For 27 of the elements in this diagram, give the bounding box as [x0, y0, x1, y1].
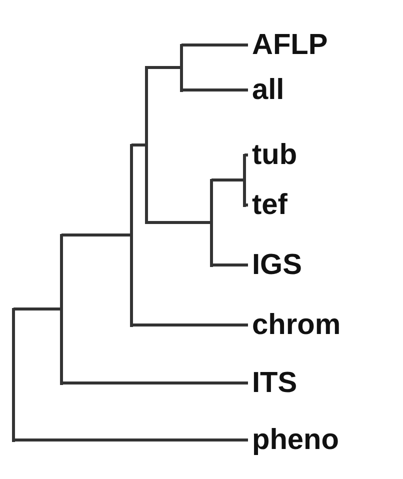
branch-bar: [180, 44, 183, 92]
branch-line: [132, 144, 146, 146]
branch-bar: [60, 234, 63, 384]
branch-line: [146, 221, 212, 224]
branch-line: [212, 178, 244, 182]
branch-line: [62, 234, 132, 236]
branch-line: [182, 88, 248, 92]
leaf-label: pheno: [252, 424, 339, 456]
branch-bar: [130, 144, 133, 326]
branch-line: [14, 438, 248, 442]
branch-line: [62, 382, 248, 384]
branch-line: [14, 308, 62, 310]
leaf-label: all: [252, 74, 284, 106]
branch-bar: [210, 178, 213, 266]
branch-bar: [243, 154, 246, 206]
branch-bar: [145, 66, 148, 224]
branch-line: [182, 44, 248, 46]
leaf-label: tef: [252, 189, 288, 221]
leaf-label: ITS: [252, 367, 298, 399]
leaf-label: IGS: [252, 249, 302, 281]
branch-line: [132, 324, 248, 326]
leaf-label: chrom: [252, 309, 341, 341]
branch-line: [146, 66, 182, 69]
leaf-label: tub: [252, 139, 298, 171]
branch-bar: [12, 308, 15, 442]
leaf-label: AFLP: [252, 29, 328, 61]
branch-line: [212, 264, 248, 266]
